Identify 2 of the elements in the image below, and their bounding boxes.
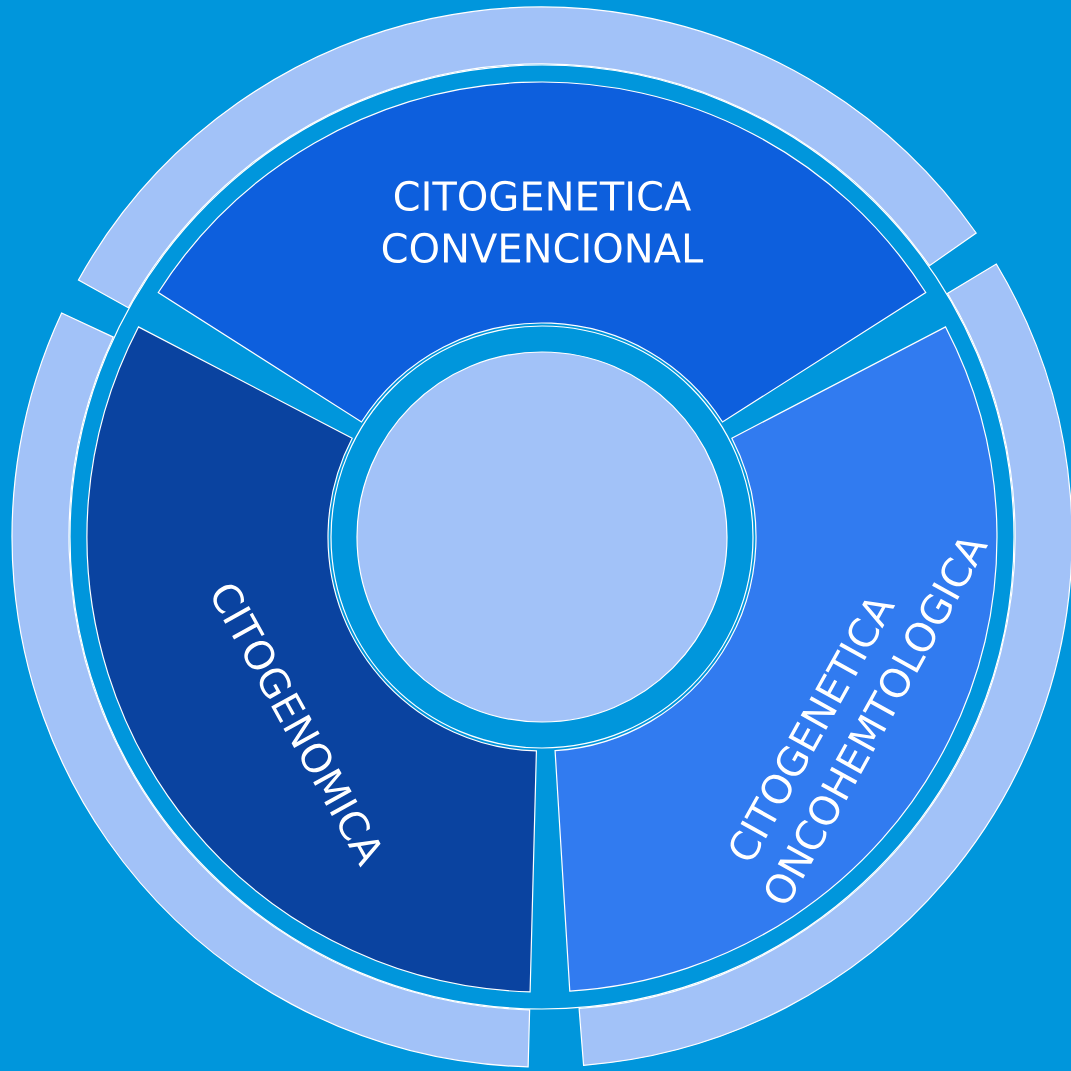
- ring-segment: [77, 6, 977, 309]
- segment: CITOGENETICA CONVENCIONAL: [157, 81, 927, 423]
